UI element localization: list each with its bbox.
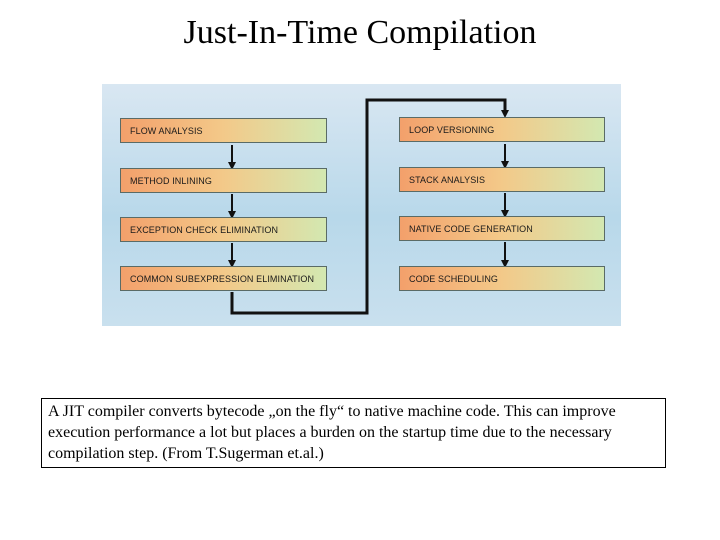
flow-connectors: [228, 98, 509, 315]
step-flow-analysis: FLOW ANALYSIS: [120, 118, 327, 143]
step-stack-analysis: STACK ANALYSIS: [399, 167, 605, 192]
step-code-scheduling: CODE SCHEDULING: [399, 266, 605, 291]
slide-title: Just-In-Time Compilation: [183, 14, 537, 51]
step-method-inlining: METHOD INLINING: [120, 168, 327, 193]
step-common-subexpression-elimination: COMMON SUBEXPRESSION ELIMINATION: [120, 266, 327, 291]
step-loop-versioning: LOOP VERSIONING: [399, 117, 605, 142]
connector-left-to-right: [230, 98, 509, 315]
jit-pipeline-diagram: FLOW ANALYSIS METHOD INLINING EXCEPTION …: [102, 84, 621, 326]
caption-box: A JIT compiler converts bytecode „on the…: [41, 398, 666, 468]
step-exception-check-elimination: EXCEPTION CHECK ELIMINATION: [120, 217, 327, 242]
step-native-code-generation: NATIVE CODE GENERATION: [399, 216, 605, 241]
